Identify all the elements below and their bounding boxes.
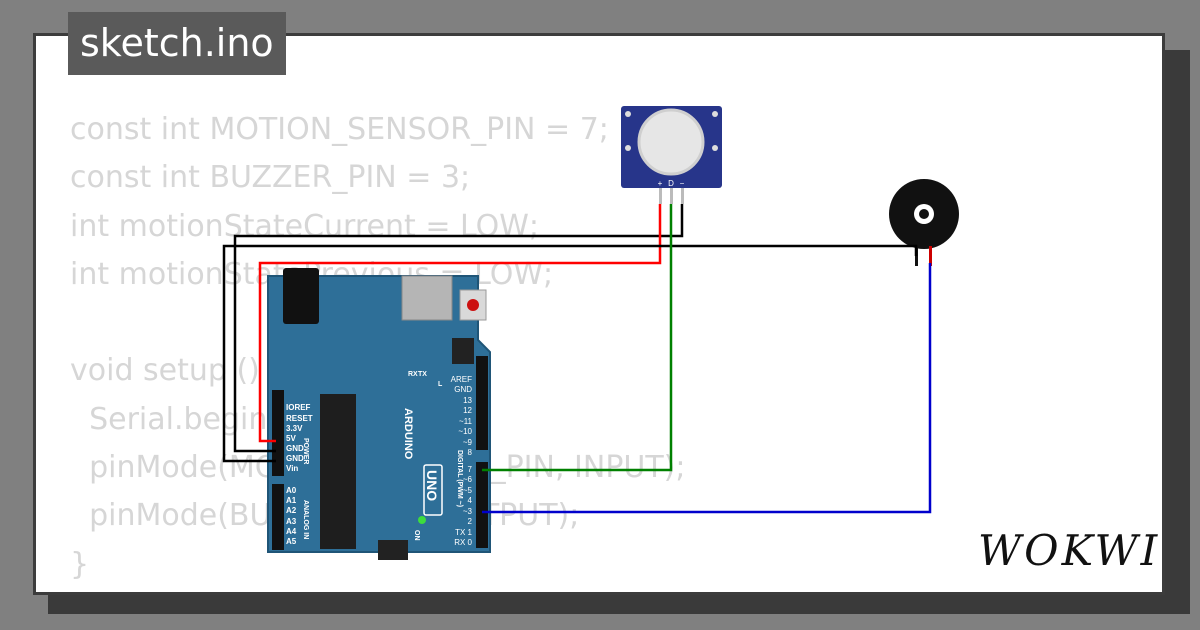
rx-label: RX <box>408 371 418 378</box>
icsp-header <box>452 338 474 364</box>
arduino-uno-board[interactable]: ARDUINO UNO ON TX RX L POWER ANALOG IN D… <box>267 268 491 560</box>
pin-label: A4 <box>286 527 297 536</box>
power-label: POWER <box>302 438 309 464</box>
pin-label: 7 <box>468 465 473 474</box>
pin-label: GND <box>286 454 304 463</box>
pin-label: ~3 <box>463 507 473 516</box>
code-line: const int BUZZER_PIN = 3; <box>70 160 471 196</box>
pin-label: 8 <box>468 448 473 457</box>
code-line: const int MOTION_SENSOR_PIN = 7; <box>70 112 609 147</box>
digital-header-low <box>476 462 488 548</box>
wire-gnd <box>233 204 684 453</box>
pin-label: ~6 <box>463 475 473 484</box>
pin-label: 13 <box>463 396 472 405</box>
pin-label: A0 <box>286 486 297 495</box>
icsp-header-2 <box>378 540 408 560</box>
pin-label: GND <box>286 444 304 453</box>
power-header <box>272 390 284 476</box>
pin-label: A5 <box>286 537 297 546</box>
uno-frame <box>423 464 443 516</box>
pir-pin-label: D <box>668 179 674 188</box>
pin-label: 3.3V <box>286 424 303 433</box>
preview-card: const int MOTION_SENSOR_PIN = 7; const i… <box>33 33 1165 595</box>
pin-label: A2 <box>286 506 297 515</box>
pin-label: 2 <box>468 517 473 526</box>
code-line: int motionStateCurrent = LOW; <box>70 208 540 244</box>
wire-buzzer-signal <box>482 263 932 514</box>
pir-pin-label: + <box>658 179 663 188</box>
brand-label: ARDUINO <box>402 408 414 460</box>
code-line: } <box>70 546 90 582</box>
file-tab[interactable]: sketch.ino <box>68 12 286 75</box>
pin-label: ~10 <box>458 427 472 436</box>
pin-label: TX 1 <box>455 528 472 537</box>
pin-label: RX 0 <box>454 538 472 547</box>
pin-label: AREF <box>451 375 472 384</box>
pin-label: IOREF <box>286 403 311 412</box>
piezo-buzzer[interactable] <box>889 179 959 266</box>
on-label: ON <box>413 530 420 541</box>
dc-jack <box>283 268 319 324</box>
wire-buzzer-gnd <box>222 244 918 463</box>
reset-button[interactable] <box>467 299 479 311</box>
pir-dome <box>637 108 705 176</box>
tx-label: TX <box>418 371 427 378</box>
digital-header-high <box>476 356 488 450</box>
pin-label: GND <box>454 385 472 394</box>
l-label: L <box>438 381 443 388</box>
pin-label: 4 <box>468 496 473 505</box>
pin-label: A1 <box>286 496 297 505</box>
pin-label: 12 <box>463 406 472 415</box>
pin-label: ~9 <box>463 438 473 447</box>
on-led <box>418 516 426 524</box>
pin-label: A3 <box>286 517 297 526</box>
analog-label: ANALOG IN <box>302 500 309 539</box>
analog-header <box>272 484 284 550</box>
pin-label: ~5 <box>463 486 473 495</box>
model-label: UNO <box>424 470 440 501</box>
pin-label: Vin <box>286 464 298 473</box>
digital-label: DIGITAL (PWM ~) <box>456 450 463 507</box>
wire-signal <box>482 204 673 472</box>
pin-label: RESET <box>286 414 313 423</box>
pin-label: ~11 <box>459 417 473 426</box>
usb-port <box>401 275 453 321</box>
pir-motion-sensor[interactable]: + D − <box>621 106 722 204</box>
pir-pin-label: − <box>680 179 685 188</box>
wokwi-logo: WOKWI <box>978 526 1161 575</box>
atmega-chip <box>320 394 356 549</box>
pin-label: 5V <box>286 434 296 443</box>
wire-vcc <box>258 204 662 443</box>
